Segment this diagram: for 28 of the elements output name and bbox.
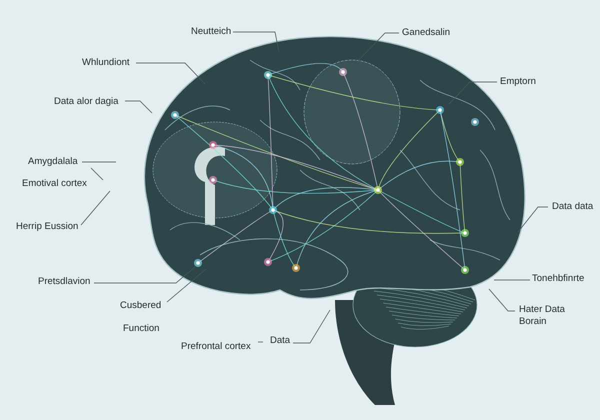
leader-line [518,206,548,232]
part-label: Data [270,335,290,347]
leader-line [292,310,330,344]
part-label: Tonehbfinrte [532,273,584,285]
leader-line [232,32,280,52]
leader-line [356,32,400,62]
part-label: Hater Data Borain [519,304,571,328]
part-label: Cusbered [120,300,162,312]
leader-line [94,266,196,284]
leader-line [80,190,110,226]
part-label: Herrip Eussion [16,221,78,233]
part-label: Emptorn [500,76,536,88]
leader-line [90,168,104,180]
part-label: Amygdalala [28,156,78,168]
part-label: Pretsdlavion [38,276,90,288]
part-label: Whlundiont [82,57,130,69]
leader-line [166,268,206,302]
leader-line [448,82,498,104]
part-label: Data alor dagia [54,96,118,108]
part-label: Prefrontal cortex [181,341,251,353]
leader-line [124,100,152,114]
part-label: Neutteich [191,26,232,38]
part-label: Data data [552,201,594,213]
part-label: Ganedsalin [402,27,450,39]
part-label: Function [123,323,160,335]
leader-line [136,62,206,84]
part-label: Emotival cortex [22,178,87,190]
leader-line [488,288,516,312]
